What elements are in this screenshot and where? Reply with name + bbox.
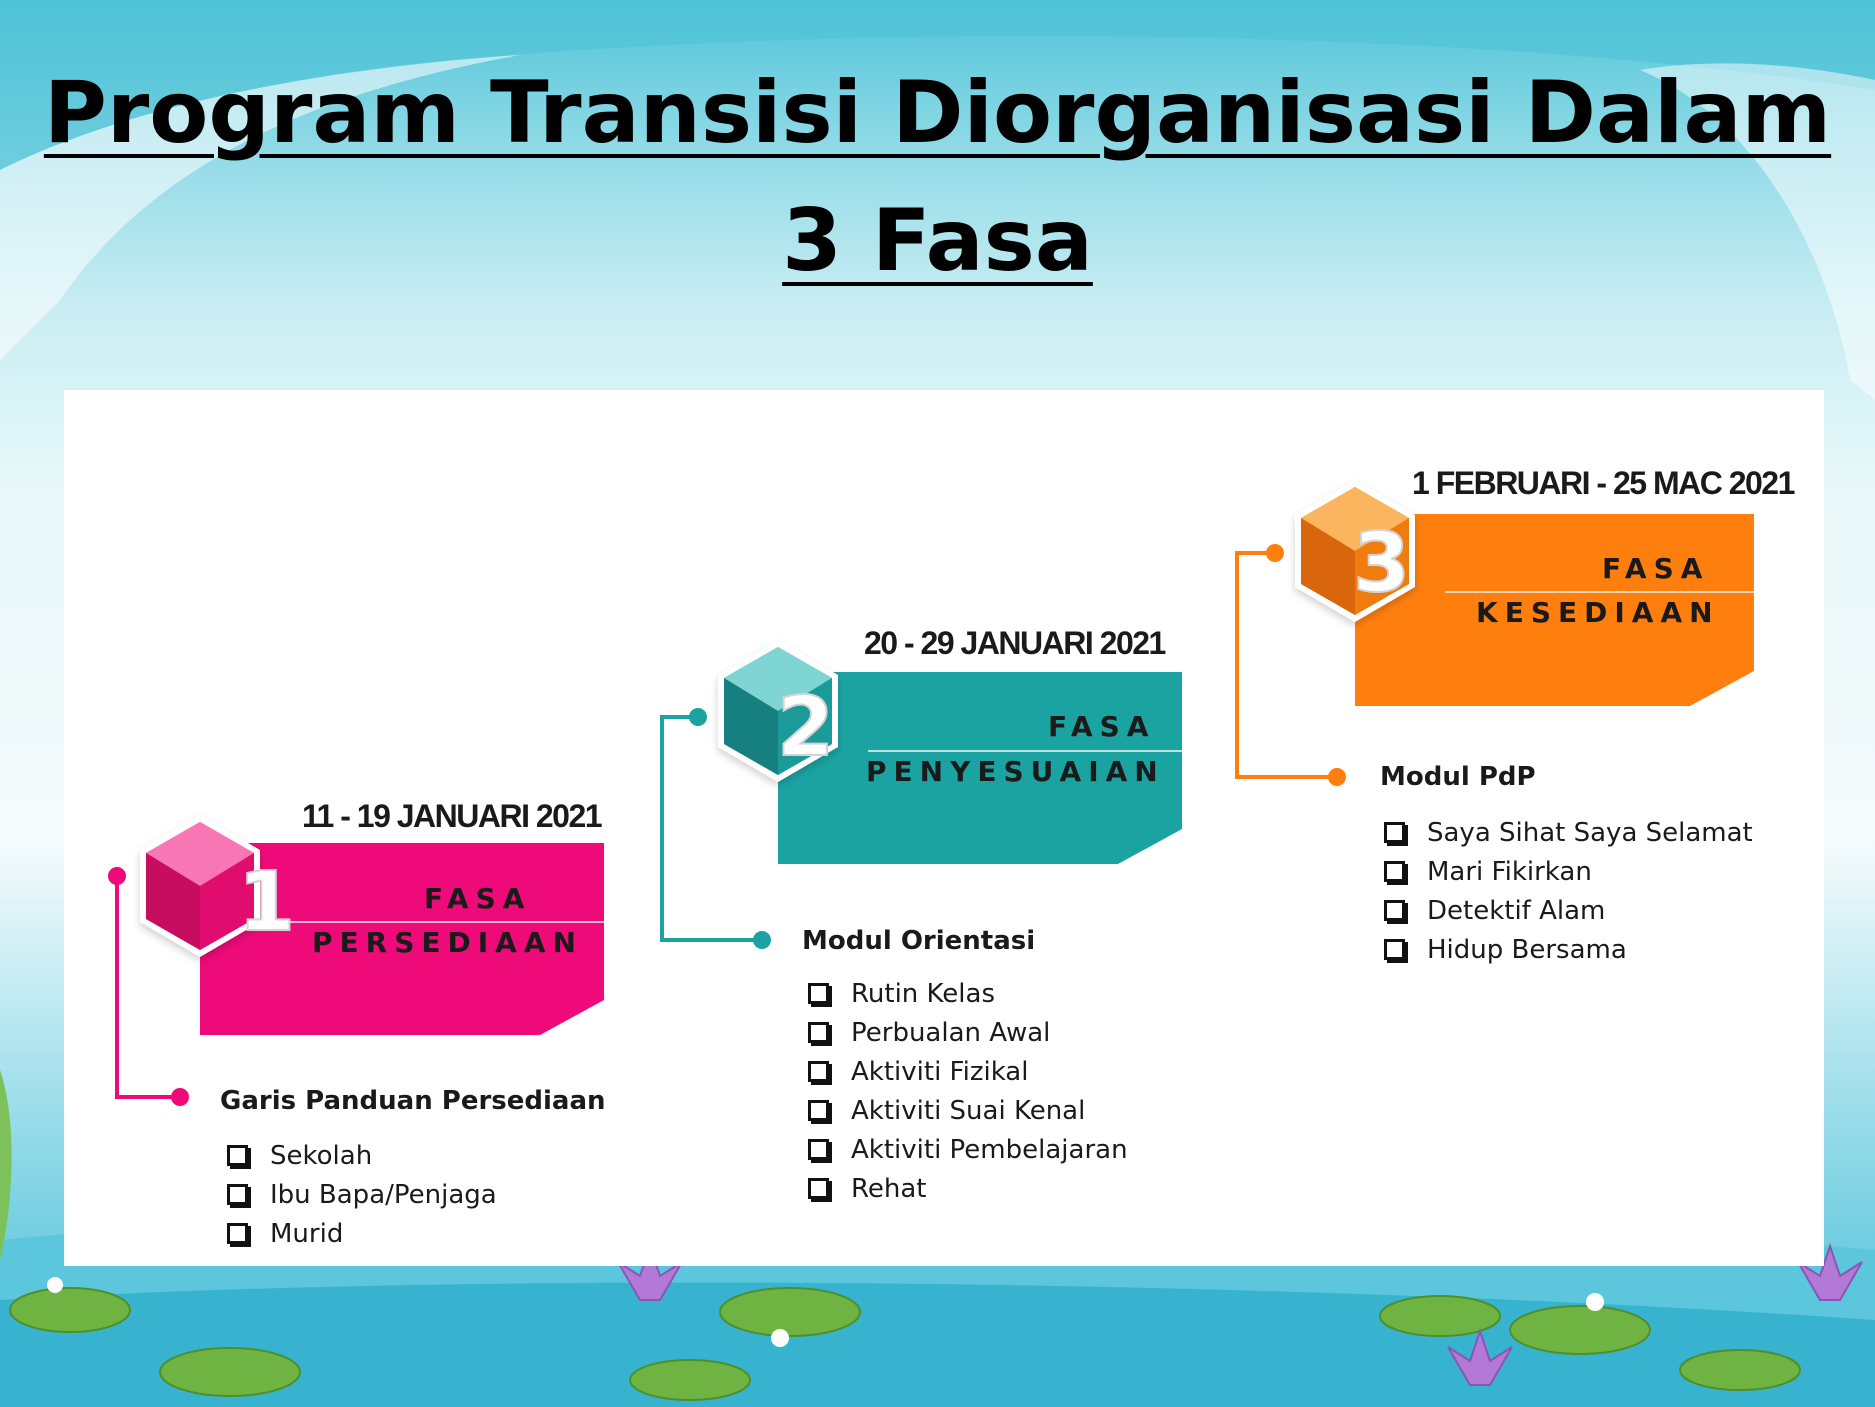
phase-1-number: 1 xyxy=(238,855,295,950)
phase-2-connector-dot-bottom xyxy=(753,931,771,949)
phase-2-date: 20 - 29 JANUARI 2021 xyxy=(864,625,1166,661)
phase-2-connector xyxy=(660,715,762,942)
checklist-item: Aktiviti Fizikal xyxy=(806,1052,1128,1091)
page-title-line1: Program Transisi Diorganisasi Dalam xyxy=(43,63,1832,163)
checklist-item: Sekolah xyxy=(225,1136,497,1175)
phase-1-date: 11 - 19 JANUARI 2021 xyxy=(302,798,603,834)
checklist-item: Hidup Bersama xyxy=(1382,930,1753,969)
checklist-item: Rehat xyxy=(806,1169,1128,1208)
phase-3-checklist: Saya Sihat Saya Selamat Mari Fikirkan De… xyxy=(1382,813,1753,969)
phase-3-connector xyxy=(1235,551,1337,779)
phase-3-graphic: 3 xyxy=(1235,480,1754,786)
checklist-item: Aktiviti Suai Kenal xyxy=(806,1091,1128,1130)
checkbox-icon xyxy=(227,1184,248,1205)
phase-3-hexagon-icon xyxy=(1295,480,1415,622)
phase-3-date: 1 FEBRUARI - 25 MAC 2021 xyxy=(1412,465,1795,501)
checklist-item: Detektif Alam xyxy=(1382,891,1753,930)
checkbox-icon xyxy=(808,1139,829,1160)
phase-1-connector-dot-top xyxy=(108,867,126,885)
phase-3-connector-dot-top xyxy=(1266,544,1284,562)
phase-1-modul-title: Garis Panduan Persediaan xyxy=(220,1086,606,1116)
checkbox-icon xyxy=(808,1061,829,1082)
checklist-item: Murid xyxy=(225,1214,497,1253)
checkbox-icon xyxy=(227,1223,248,1244)
phase-2-fasa-label: FASA xyxy=(1048,710,1156,743)
phase-3-connector-dot-bottom xyxy=(1328,768,1346,786)
checklist-item: Mari Fikirkan xyxy=(1382,852,1753,891)
phase-3-number: 3 xyxy=(1353,516,1410,611)
phase-1-name: PERSEDIAAN xyxy=(312,926,583,959)
phase-1-banner xyxy=(200,843,604,1035)
phase-1-graphic: 1 xyxy=(108,815,604,1106)
checkbox-icon xyxy=(1384,861,1405,882)
checkbox-icon xyxy=(808,1100,829,1121)
checkbox-icon xyxy=(808,1178,829,1199)
phase-2-banner xyxy=(778,672,1182,864)
checklist-item: Rutin Kelas xyxy=(806,974,1128,1013)
checklist-item: Perbualan Awal xyxy=(806,1013,1128,1052)
phase-1-connector xyxy=(115,876,180,1099)
checkbox-icon xyxy=(808,1022,829,1043)
phase-2-number: 2 xyxy=(777,680,834,775)
phase-1-fasa-label: FASA xyxy=(424,882,532,915)
phase-2-hexagon-icon xyxy=(718,640,838,782)
page-title-line2: 3 Fasa xyxy=(782,191,1093,291)
lily-blossoms xyxy=(47,1277,1604,1347)
phase-1-hexagon-icon xyxy=(140,815,260,957)
checkbox-icon xyxy=(808,983,829,1004)
checklist-item: Aktiviti Pembelajaran xyxy=(806,1130,1128,1169)
phase-3-banner xyxy=(1355,514,1754,706)
lotus-flowers xyxy=(617,1242,1863,1386)
phase-3-fasa-label: FASA xyxy=(1602,552,1710,585)
phase-2-modul-title: Modul Orientasi xyxy=(802,926,1036,956)
checkbox-icon xyxy=(1384,939,1405,960)
phase-2-connector-dot-top xyxy=(689,708,707,726)
checklist-item: Saya Sihat Saya Selamat xyxy=(1382,813,1753,852)
phase-2-graphic: 2 xyxy=(660,640,1182,949)
checklist-item: Ibu Bapa/Penjaga xyxy=(225,1175,497,1214)
phase-2-name: PENYESUAIAN xyxy=(866,755,1165,788)
lily-pads xyxy=(9,1287,1801,1401)
checkbox-icon xyxy=(1384,822,1405,843)
phase-3-name: KESEDIAAN xyxy=(1476,596,1720,629)
phase-1-checklist: Sekolah Ibu Bapa/Penjaga Murid xyxy=(225,1136,497,1253)
checkbox-icon xyxy=(227,1145,248,1166)
phase-2-checklist: Rutin Kelas Perbualan Awal Aktiviti Fizi… xyxy=(806,974,1128,1208)
phase-1-connector-dot-bottom xyxy=(171,1088,189,1106)
phase-3-modul-title: Modul PdP xyxy=(1380,762,1536,792)
checkbox-icon xyxy=(1384,900,1405,921)
